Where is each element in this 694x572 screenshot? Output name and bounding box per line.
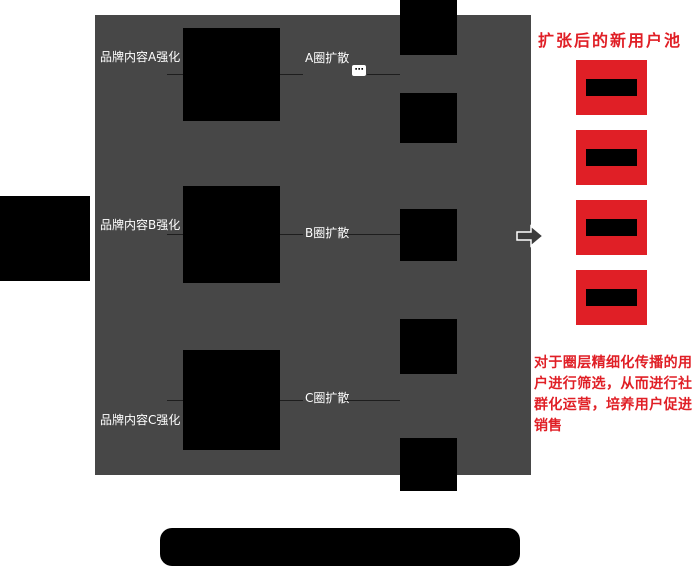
new-user-box-1	[576, 60, 647, 115]
connector-line	[280, 234, 303, 235]
ellipsis-icon: ⋯	[352, 65, 366, 76]
description-text: 对于圈层精细化传播的用户进行筛选，从而进行社群化运营，培养用户促进销售	[534, 355, 692, 434]
connector-line	[167, 234, 183, 235]
connector-line	[345, 400, 400, 401]
user-label-bar	[586, 289, 637, 306]
content-label-c: 品牌内容C强化	[100, 413, 181, 427]
connector-line	[167, 400, 183, 401]
new-user-box-3	[576, 200, 647, 255]
user-label-bar	[586, 79, 637, 96]
user-label-bar	[586, 149, 637, 166]
new-user-box-4	[576, 270, 647, 325]
spread-label-c: C圈扩散	[305, 391, 350, 405]
brand-content-box-b	[183, 186, 280, 283]
connector-line	[280, 74, 303, 75]
flow-panel: 品牌内容A强化 A圈扩散 品牌内容B强化 B圈扩散 品牌内容C强化 C圈扩散 ⋯	[95, 0, 531, 491]
arrow-right-icon	[516, 224, 545, 248]
user-node-box-1	[400, 0, 457, 55]
user-node-box-4	[400, 319, 457, 374]
content-label-a: 品牌内容A强化	[100, 50, 181, 64]
user-node-box-2	[400, 93, 457, 143]
connector-line	[367, 74, 400, 75]
connector-line	[167, 74, 183, 75]
brand-content-box-c	[183, 350, 280, 450]
user-node-box-5	[400, 438, 457, 491]
spread-label-b: B圈扩散	[305, 226, 350, 240]
spread-label-a: A圈扩散	[305, 51, 350, 65]
brand-content-box-a	[183, 28, 280, 121]
seed-user-box	[0, 196, 90, 281]
user-label-bar	[586, 219, 637, 236]
connector-line	[280, 400, 303, 401]
connector-line	[345, 234, 400, 235]
content-label-b: 品牌内容B强化	[100, 218, 181, 232]
bottom-title-bar	[160, 528, 520, 566]
new-user-pool-title: 扩张后的新用户池	[538, 31, 683, 50]
new-user-box-2	[576, 130, 647, 185]
user-node-box-3	[400, 209, 457, 261]
